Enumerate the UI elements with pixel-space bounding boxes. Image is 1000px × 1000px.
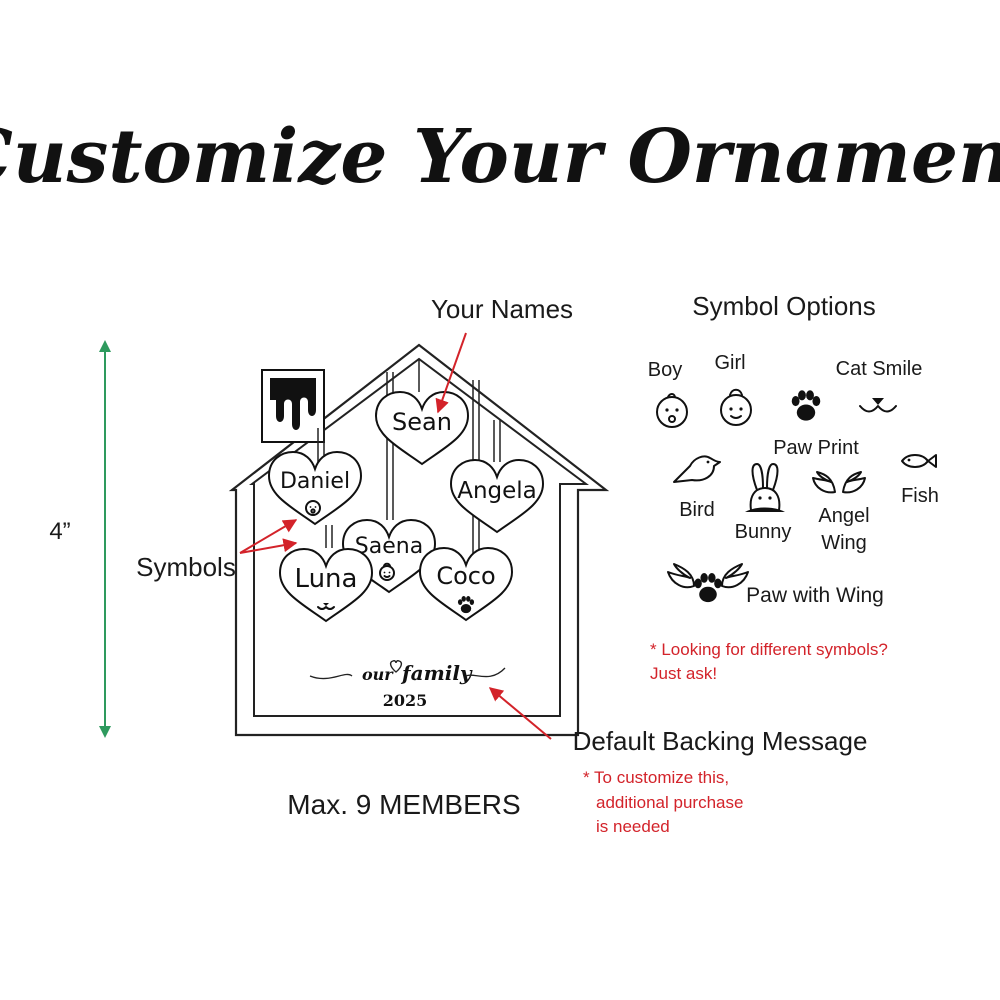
bunny-label: Bunny: [735, 521, 792, 543]
name-sean: Sean: [392, 408, 452, 436]
boy-label: Boy: [648, 359, 682, 381]
customize-note-line-3: is needed: [596, 817, 670, 836]
girl-icon: [379, 562, 395, 581]
girl-icon: [720, 388, 752, 426]
heart-sean: Sean: [375, 391, 469, 465]
symbols-label: Symbols: [136, 552, 236, 582]
heart-saena: Saena: [342, 519, 436, 593]
backing-word-family: family: [400, 661, 473, 685]
heart-daniel: Daniel: [268, 451, 362, 525]
small-heart-icon: [389, 660, 403, 673]
symbol-options-heading: Symbol Options: [692, 291, 876, 321]
customize-note-line-1: * To customize this,: [583, 768, 729, 787]
boy-icon: [656, 393, 688, 428]
name-daniel: Daniel: [280, 469, 350, 494]
callout-backing-message: Default Backing Message * To customize t…: [488, 687, 868, 836]
fish-label: Fish: [901, 485, 939, 507]
backing-message: our family 2025: [309, 660, 506, 710]
angel-wing-icon: [812, 471, 866, 494]
backing-word-our: our: [362, 665, 394, 684]
angel-wing-label-line-1: Angel: [818, 505, 869, 527]
default-backing-label: Default Backing Message: [573, 726, 868, 756]
cat-smile-icon: [317, 603, 335, 610]
symbol-note-line-2: Just ask!: [650, 664, 717, 683]
fish-icon: [901, 454, 937, 468]
heart-coco: Coco: [419, 547, 513, 621]
symbol-note-line-1: * Looking for different symbols?: [650, 640, 888, 659]
callout-your-names: Your Names: [431, 294, 573, 414]
callout-symbols: Symbols: [136, 519, 298, 582]
paw-with-wing-label: Paw with Wing: [746, 584, 884, 607]
symbol-options-panel: Symbol Options Boy Girl Cat Smile Paw Pr…: [648, 291, 939, 683]
name-luna: Luna: [295, 564, 358, 594]
angel-wing-label-line-2: Wing: [821, 532, 867, 554]
heart-luna: Luna: [279, 548, 373, 622]
dimension-label: 4”: [49, 518, 70, 545]
bunny-icon: [745, 463, 785, 512]
paw-with-wing-icon: [667, 563, 749, 603]
cat-smile-icon: [859, 398, 897, 413]
name-saena: Saena: [355, 534, 423, 559]
backing-year: 2025: [383, 691, 428, 710]
page-title: Customize Your Ornament: [0, 114, 1000, 200]
height-dimension: 4”: [49, 340, 111, 738]
boy-icon: [305, 500, 321, 516]
chimney: [261, 369, 325, 443]
house-ornament: Sean Daniel Angela Saena: [228, 343, 610, 737]
bird-icon: [673, 455, 721, 483]
name-angela: Angela: [457, 478, 537, 504]
heart-angela: Angela: [450, 459, 544, 533]
girl-label: Girl: [714, 352, 745, 374]
paw-print-icon: [791, 390, 821, 421]
paw-print-label: Paw Print: [773, 437, 859, 459]
max-members-label: Max. 9 MEMBERS: [287, 789, 520, 820]
customize-note-line-2: additional purchase: [596, 793, 743, 812]
your-names-label: Your Names: [431, 294, 573, 324]
name-coco: Coco: [436, 562, 495, 590]
cat-smile-label: Cat Smile: [836, 358, 923, 380]
bird-label: Bird: [679, 499, 715, 521]
